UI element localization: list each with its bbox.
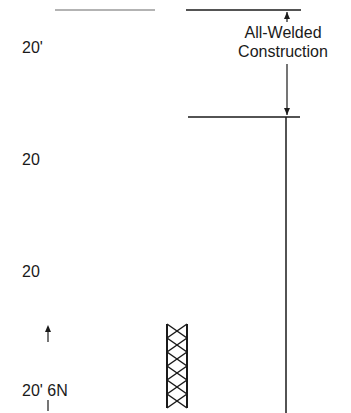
arrowhead: [284, 12, 290, 19]
mast-line: [285, 117, 287, 413]
dimension-line: [47, 400, 48, 411]
dimension-label: 20': [22, 38, 43, 57]
lattice-tower-section: [167, 324, 187, 408]
reference-line: [55, 9, 155, 11]
note-label: All-Welded Construction: [218, 23, 348, 61]
dimension-label: 20' 6N: [22, 381, 68, 400]
arrowhead: [284, 108, 290, 115]
section-line: [188, 116, 300, 118]
leader-line: [286, 64, 287, 115]
dimension-label: 20: [22, 150, 40, 169]
top-line: [186, 9, 301, 11]
arrowhead: [45, 325, 51, 332]
dimension-label: 20: [22, 262, 40, 281]
